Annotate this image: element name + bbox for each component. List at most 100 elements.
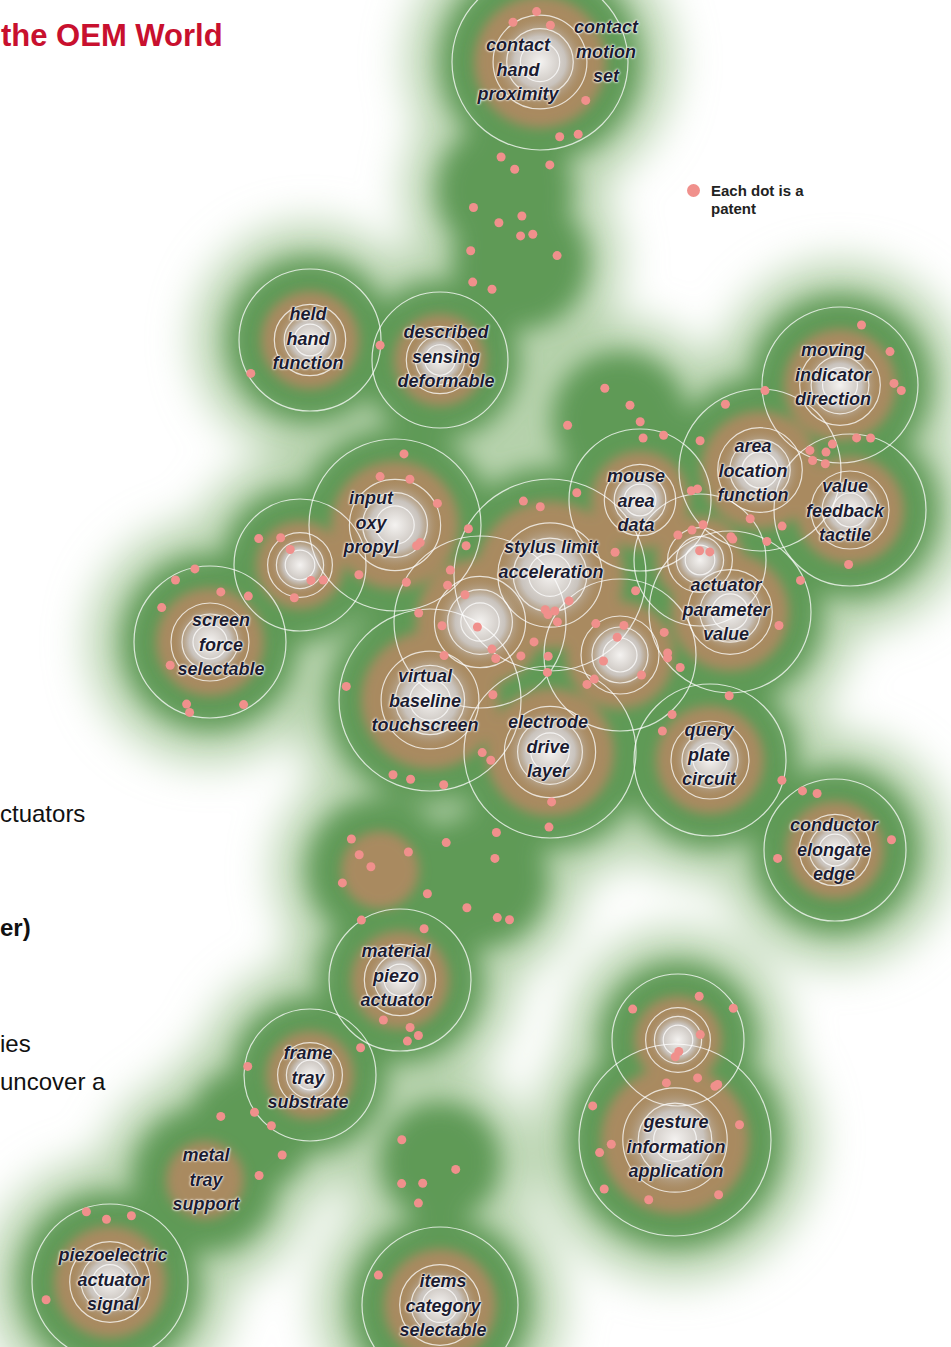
patent-dot (244, 592, 253, 601)
cluster-label: described sensing deformable (397, 320, 494, 394)
patent-dot (688, 526, 697, 535)
terrain-peak (505, 707, 595, 797)
contour-line (32, 1204, 188, 1347)
patent-dot (400, 449, 409, 458)
patent-dot (510, 165, 519, 174)
contour-line (244, 1009, 376, 1141)
patent-dot (356, 1043, 365, 1052)
patent-dot (406, 1023, 415, 1032)
patent-dot (374, 1271, 383, 1280)
patent-dot (631, 586, 640, 595)
patent-dot (127, 1211, 136, 1220)
contour-line (581, 616, 659, 694)
map-title: the OEM World (1, 18, 223, 54)
patent-dot (488, 690, 497, 699)
patent-dot (376, 341, 385, 350)
patent-dot (379, 1016, 388, 1025)
patent-dot (696, 436, 705, 445)
patent-dot (699, 520, 708, 529)
terrain-brown (156, 588, 264, 696)
contour-line (774, 434, 926, 586)
terrain-brown (384, 1249, 496, 1347)
patent-dot (644, 1195, 653, 1204)
patent-dot (505, 915, 514, 924)
cluster-label: area location function (718, 434, 789, 508)
terrain-brown (166, 1141, 244, 1219)
legend-swatch (687, 184, 700, 197)
cluster-label: gesture information application (627, 1110, 726, 1184)
legend-text: Each dot is a patent (711, 182, 821, 218)
patent-dot (626, 401, 635, 410)
patent-dot (418, 1179, 427, 1188)
patent-dot (599, 657, 608, 666)
patent-dot (695, 992, 704, 1001)
terrain-brown (261, 291, 359, 389)
patent-dot (276, 533, 285, 542)
patent-dot (307, 576, 316, 585)
patent-dot (466, 246, 475, 255)
cluster-label: query plate circuit (682, 718, 736, 792)
cluster-label: mouse area data (607, 464, 665, 538)
terrain-peak (583, 618, 658, 693)
patent-dot (473, 623, 482, 632)
patent-dot (486, 756, 495, 765)
patent-dot (461, 590, 470, 599)
patent-dot (607, 1140, 616, 1149)
cluster-label: held hand function (273, 302, 344, 376)
patent-dot (705, 547, 714, 556)
patent-dot (696, 1030, 705, 1039)
patent-dot (478, 748, 487, 757)
patent-dot (319, 576, 328, 585)
patent-dot (668, 710, 677, 719)
patent-dot (440, 651, 449, 660)
patent-dot (658, 727, 667, 736)
contour-line (764, 779, 906, 921)
patent-dot (354, 570, 363, 579)
cluster-label: value feedback tactile (806, 474, 884, 548)
patent-dot (660, 628, 669, 637)
terrain-peak (435, 577, 525, 667)
patent-dot (462, 541, 471, 550)
contour-line (239, 269, 381, 411)
patent-dot (82, 1207, 91, 1216)
patent-dot (588, 1101, 597, 1110)
patent-dot (553, 251, 562, 260)
patent-dot (389, 770, 398, 779)
patent-dot (726, 532, 735, 541)
terrain-brown (266, 1031, 354, 1119)
patent-dot (600, 384, 609, 393)
patent-dot (778, 522, 787, 531)
patent-dot (255, 1171, 264, 1180)
contour-line (634, 684, 786, 836)
patent-dot (397, 1135, 406, 1144)
cluster-label: items category selectable (399, 1269, 486, 1343)
patent-dot (628, 1005, 637, 1014)
patent-dot (591, 619, 600, 628)
patent-dot (828, 440, 837, 449)
terrain-green (380, 1102, 500, 1222)
patent-dot (581, 96, 590, 105)
patent-dot (493, 913, 502, 922)
contour-line (646, 1008, 711, 1073)
patent-dot (254, 534, 263, 543)
patent-dot (637, 671, 646, 680)
patent-dot (721, 400, 730, 409)
terrain-green (412, 812, 548, 948)
contour-line (623, 1088, 727, 1192)
patent-dot (545, 823, 554, 832)
contour-line (461, 603, 499, 641)
cluster-label: stylus limit acceleration (498, 535, 603, 584)
terrain-brown (351, 931, 449, 1029)
terrain-green (350, 1215, 530, 1347)
patent-dot (619, 621, 628, 630)
terrain-green (20, 1192, 200, 1347)
contour-line (718, 428, 803, 513)
patent-dot (639, 434, 648, 443)
terrain-brown (784, 329, 896, 441)
patent-dot (443, 581, 452, 590)
patent-dot (402, 578, 411, 587)
terrain-green (360, 280, 520, 440)
terrain-brown (331, 461, 459, 589)
contour-line (685, 545, 715, 575)
patent-dot (185, 708, 194, 717)
